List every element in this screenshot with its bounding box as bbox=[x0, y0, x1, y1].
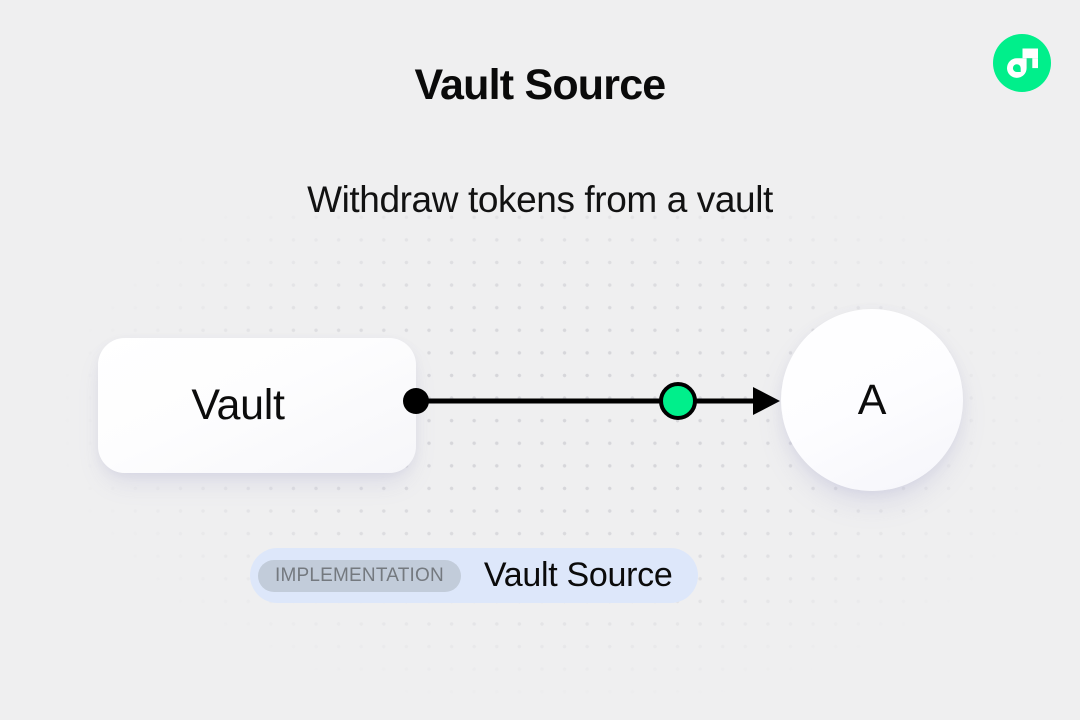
edge-midpoint-marker[interactable] bbox=[659, 382, 697, 420]
page-subtitle: Withdraw tokens from a vault bbox=[307, 179, 773, 220]
implementation-name: Vault Source bbox=[483, 556, 673, 594]
node-a-label: A bbox=[857, 375, 887, 424]
node-a[interactable]: A bbox=[781, 309, 963, 491]
page-title: Vault Source bbox=[414, 61, 667, 109]
flow-logo-icon bbox=[993, 34, 1051, 92]
implementation-tag: IMPLEMENTATION bbox=[258, 559, 461, 592]
edge-arrowhead-icon bbox=[753, 387, 780, 415]
node-vault[interactable]: Vault bbox=[98, 338, 416, 473]
edge-vault-to-a[interactable] bbox=[395, 375, 795, 427]
implementation-badge[interactable]: IMPLEMENTATION Vault Source bbox=[250, 548, 699, 603]
edge-source-handle[interactable] bbox=[403, 388, 429, 414]
node-vault-label: Vault bbox=[191, 381, 285, 429]
